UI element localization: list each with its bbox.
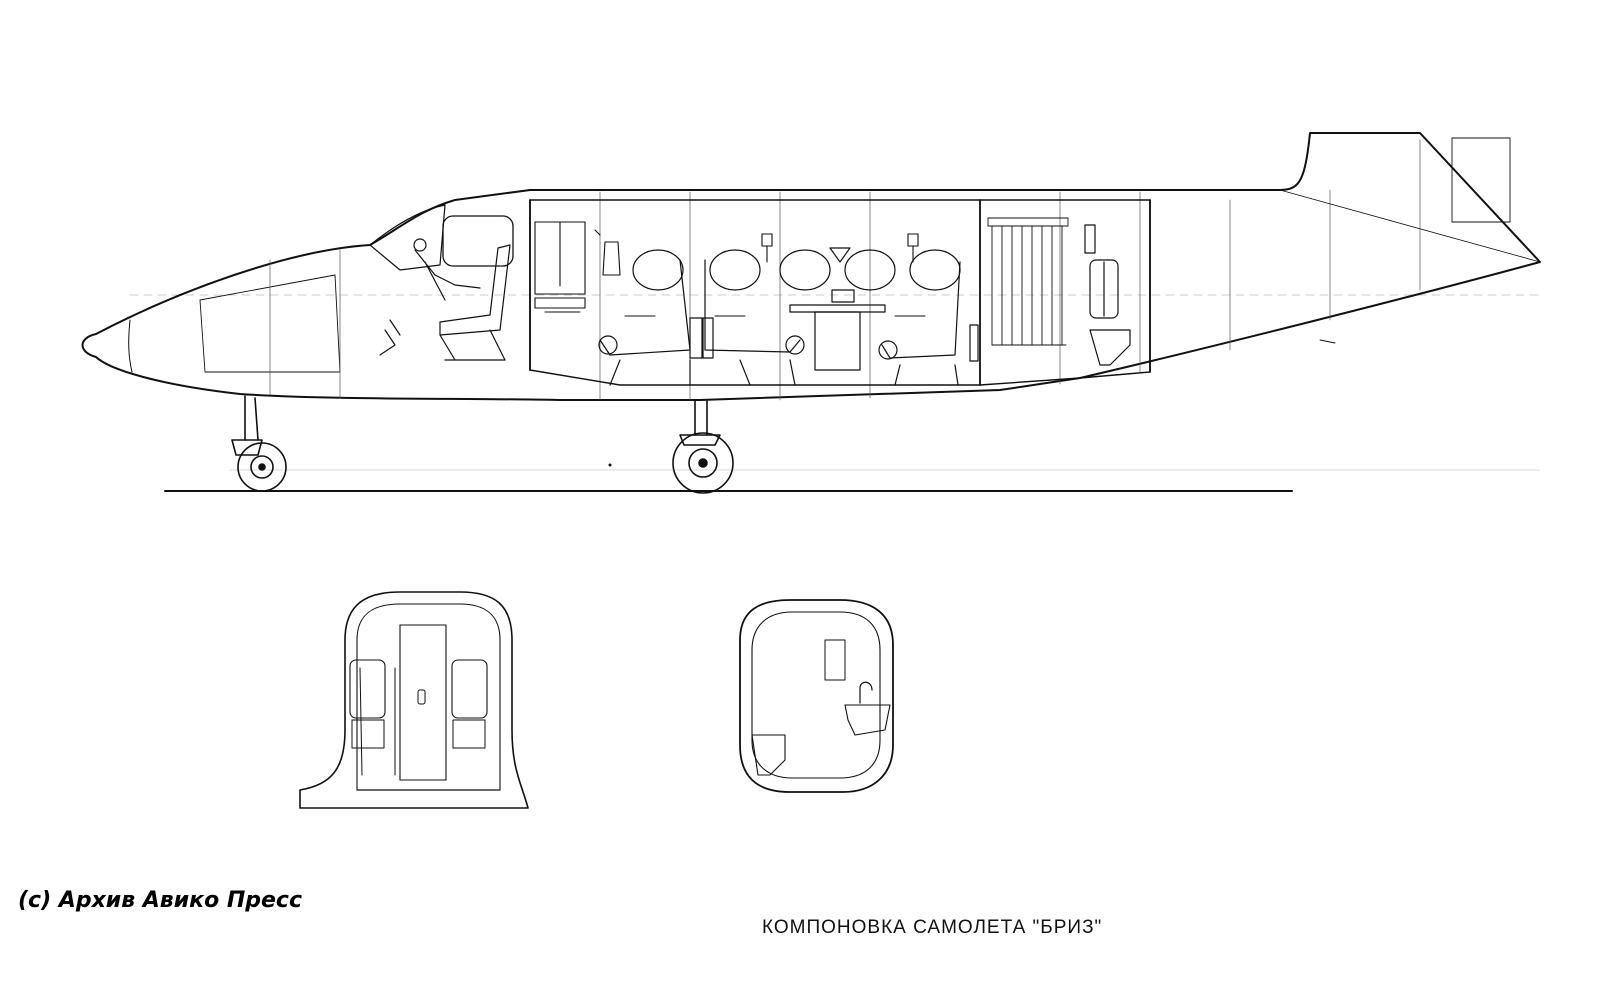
lamps (762, 234, 918, 262)
pilot-seat (380, 239, 510, 360)
lavatory-cross-section (740, 600, 893, 792)
nose-landing-gear (232, 396, 286, 491)
main-landing-gear (673, 400, 733, 493)
side-view (83, 133, 1541, 493)
passenger-seats (599, 250, 960, 385)
copyright-caption: (c) Архив Авико Пресс (18, 888, 303, 913)
cabinet (535, 222, 620, 308)
cabin-cross-section (300, 592, 528, 808)
curtain (988, 218, 1068, 345)
cabin-windows (545, 312, 925, 316)
lavatory (1085, 225, 1130, 365)
drawing-title: КОМПОНОВКА САМОЛЕТА "БРИЗ" (762, 917, 1103, 938)
table (790, 248, 885, 370)
cabin-area (530, 200, 1150, 385)
fuselage-outline (83, 133, 1541, 400)
